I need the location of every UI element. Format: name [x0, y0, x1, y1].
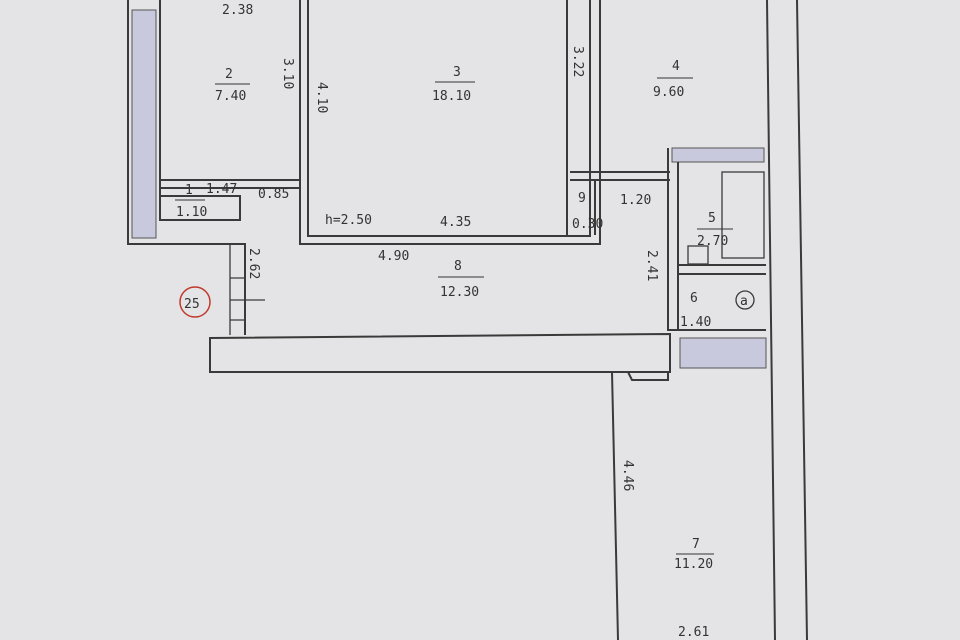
room-2-area: 7.40 — [215, 89, 246, 104]
room-5-area: 2.70 — [697, 234, 728, 249]
room-1-area: 1.10 — [176, 205, 207, 220]
room-1-number: 1 — [185, 183, 193, 198]
walls — [127, 0, 808, 640]
sink-mark: a — [740, 294, 748, 309]
apartment-stamp-icon — [179, 286, 211, 318]
dim-1-47: 1.47 — [206, 182, 237, 197]
dim-2-38: 2.38 — [222, 3, 253, 18]
dim-2-62: 2.62 — [246, 248, 261, 279]
room-7-area: 11.20 — [674, 557, 713, 572]
dim-4-46: 4.46 — [620, 460, 635, 491]
dim-0-85: 0.85 — [258, 187, 289, 202]
dim-3-10: 3.10 — [280, 58, 295, 89]
room-8-area: 12.30 — [440, 285, 479, 300]
window-bath — [671, 147, 765, 163]
room-7-number: 7 — [692, 537, 700, 552]
room-2-number: 2 — [225, 67, 233, 82]
bathtub-icon — [721, 171, 765, 259]
dim-4-10: 4.10 — [314, 82, 329, 113]
apartment-stamp: 25 — [184, 297, 200, 312]
room-8-number: 8 — [454, 259, 462, 274]
toilet-icon — [735, 290, 755, 310]
room-labels: 1 1.10 2 7.40 3 18.10 4 9.60 5 2.70 6 1.… — [175, 59, 733, 572]
room-4-area: 9.60 — [653, 85, 684, 100]
dimension-labels: 2.38 3.10 4.10 3.22 1.47 0.85 2.62 4.35 … — [206, 3, 709, 640]
room-9-area: 0.30 — [572, 217, 603, 232]
dim-2-61: 2.61 — [678, 625, 709, 640]
dim-4-90: 4.90 — [378, 249, 409, 264]
window-room-2 — [131, 9, 157, 239]
window-kitchen — [679, 337, 767, 369]
ceiling-height: h=2.50 — [325, 213, 372, 228]
dim-4-35: 4.35 — [440, 215, 471, 230]
dim-3-22: 3.22 — [570, 46, 585, 77]
room-5-number: 5 — [708, 211, 716, 226]
room-3-number: 3 — [453, 65, 461, 80]
room-6-number: 6 — [690, 291, 698, 306]
dim-2-41: 2.41 — [644, 250, 659, 281]
basin-icon — [687, 245, 709, 265]
room-3-area: 18.10 — [432, 89, 471, 104]
room-9-number: 9 — [578, 191, 586, 206]
room-6-area: 1.40 — [680, 315, 711, 330]
room-4-number: 4 — [672, 59, 680, 74]
dim-1-20: 1.20 — [620, 193, 651, 208]
